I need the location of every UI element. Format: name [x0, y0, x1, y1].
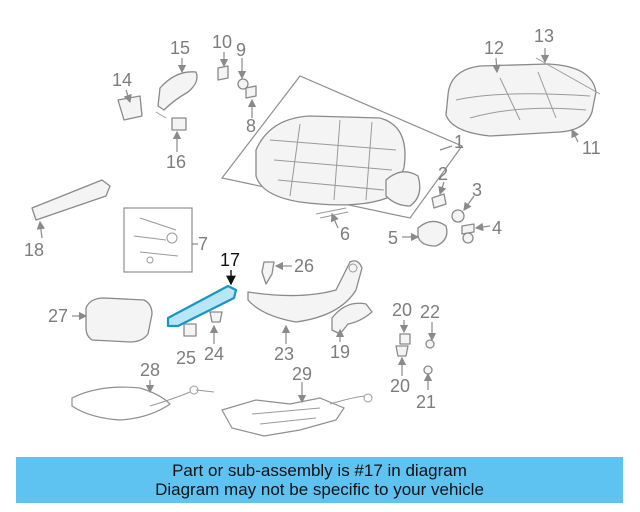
highlighted-part-17: [166, 284, 238, 328]
callout-13: 13: [534, 26, 554, 46]
callout-27: 27: [48, 306, 68, 326]
recliner-parts: [417, 193, 475, 247]
callout-2: 2: [438, 164, 448, 184]
banner-line-part-number: Part or sub-assembly is #17 in diagram: [172, 461, 467, 480]
callout-15: 15: [170, 38, 190, 58]
fastener-parts-20-22: [395, 333, 435, 375]
banner-line-disclaimer: Diagram may not be specific to your vehi…: [155, 480, 484, 499]
callout-7: 7: [198, 234, 208, 254]
lever-part-6: [315, 207, 349, 219]
callout-24: 24: [204, 344, 224, 364]
callout-5: 5: [388, 228, 398, 248]
callout-26: 26: [294, 256, 314, 276]
bolt-parts-24-25: [183, 311, 223, 337]
callout-4: 4: [492, 218, 502, 238]
callout-23: 23: [274, 344, 294, 364]
callout-6: 6: [340, 224, 350, 244]
callout-8: 8: [246, 116, 256, 136]
heater-pad-part-28: [71, 385, 215, 421]
callout-20-bottom: 20: [390, 376, 410, 396]
callout-18: 18: [24, 240, 44, 260]
heater-pad-part-29: [221, 393, 373, 437]
callout-29: 29: [292, 364, 312, 384]
callout-19: 19: [330, 342, 350, 362]
callout-22: 22: [420, 302, 440, 322]
hardware-kit-part-7: [123, 207, 193, 273]
callout-28: 28: [140, 360, 160, 380]
callout-16: 16: [166, 152, 186, 172]
clip-parts: [217, 65, 257, 99]
callout-14: 14: [112, 70, 132, 90]
callout-25: 25: [176, 348, 196, 368]
callout-1: 1: [454, 132, 464, 152]
callout-21: 21: [416, 392, 436, 412]
callout-17: 17: [220, 250, 240, 270]
bolt-part-26: [261, 261, 275, 285]
handle-parts: [117, 71, 198, 131]
callout-20-top: 20: [392, 300, 412, 320]
armrest-part-27: [85, 297, 153, 343]
seat-frame-assembly: [220, 75, 463, 219]
info-banner: Part or sub-assembly is #17 in diagram D…: [16, 457, 623, 503]
callout-3: 3: [472, 180, 482, 200]
callout-9: 9: [236, 40, 246, 60]
callout-12: 12: [484, 38, 504, 58]
side-cover-part-23: [247, 260, 363, 323]
lever-part-19: [331, 302, 373, 335]
seat-cushion-part: [445, 57, 601, 137]
parts-diagram: 1 2 3 4 5 6 7 8 9 10 11 12 13 14 15 16 1…: [24, 26, 601, 437]
callout-10: 10: [212, 32, 232, 52]
callout-11: 11: [582, 138, 601, 158]
trim-bar-part-18: [31, 179, 111, 221]
